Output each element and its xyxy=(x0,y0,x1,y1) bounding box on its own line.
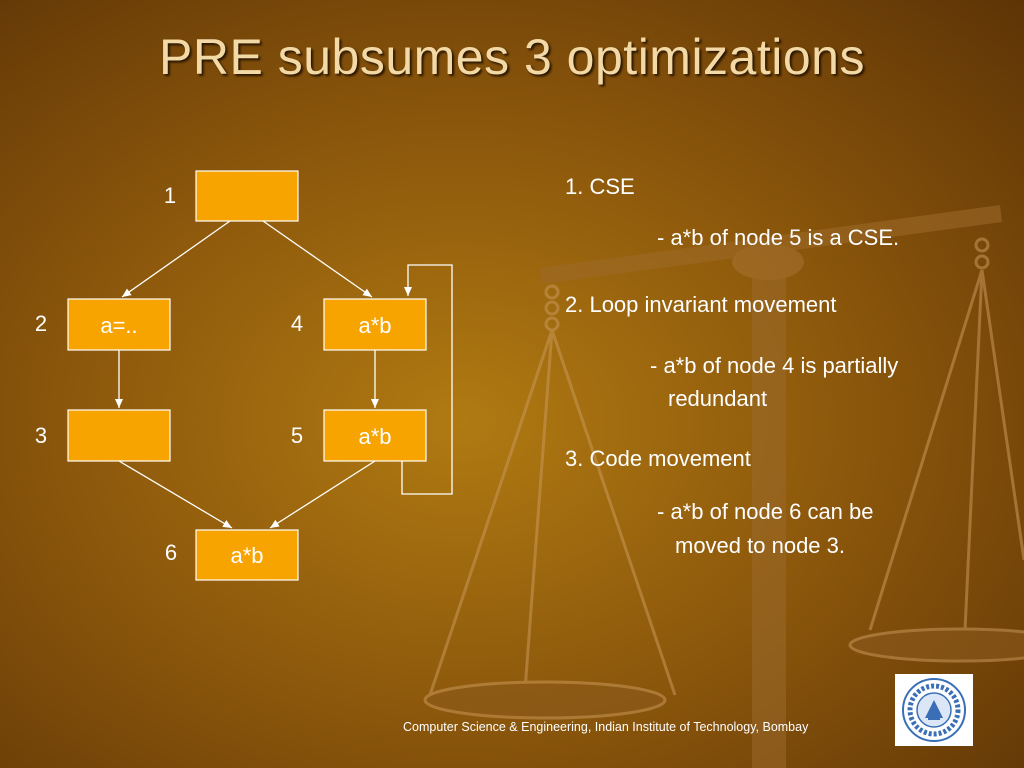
node-3 xyxy=(67,409,171,462)
node-3-number: 3 xyxy=(35,423,47,448)
point-1-heading: 1. CSE xyxy=(565,174,635,199)
node-2-number: 2 xyxy=(35,311,47,336)
node-2-label: a=.. xyxy=(100,313,137,338)
node-5-number: 5 xyxy=(291,423,303,448)
slide-title: PRE subsumes 3 optimizations xyxy=(159,29,865,85)
node-4-number: 4 xyxy=(291,311,303,336)
node-5-label: a*b xyxy=(358,424,391,449)
iit-bombay-logo-icon xyxy=(895,674,973,746)
edge-1-4 xyxy=(262,220,373,298)
node-4 xyxy=(323,298,427,351)
node-5 xyxy=(323,409,427,462)
node-4-label: a*b xyxy=(358,313,391,338)
point-2-heading: 2. Loop invariant movement xyxy=(565,292,837,317)
point-3-heading: 3. Code movement xyxy=(565,446,751,471)
node-1-number: 1 xyxy=(164,183,176,208)
node-6 xyxy=(195,529,299,581)
node-6-label: a*b xyxy=(230,543,263,568)
edge-3-6 xyxy=(118,460,233,529)
edge-5-6 xyxy=(269,460,376,529)
point-2-detail-line-2: redundant xyxy=(668,386,768,411)
point-1-detail: - a*b of node 5 is a CSE. xyxy=(657,225,900,250)
node-6-number: 6 xyxy=(165,540,177,565)
point-3-detail-line-2: moved to node 3. xyxy=(675,533,846,558)
point-2-detail-line-1: - a*b of node 4 is partially xyxy=(650,353,899,378)
node-1 xyxy=(195,170,299,222)
point-3-detail-line-1: - a*b of node 6 can be xyxy=(657,499,874,524)
edge-1-2 xyxy=(121,220,231,298)
slide-footer: Computer Science & Engineering, Indian I… xyxy=(403,720,809,734)
edge-5-4-loop xyxy=(401,264,453,495)
node-2 xyxy=(67,298,171,351)
